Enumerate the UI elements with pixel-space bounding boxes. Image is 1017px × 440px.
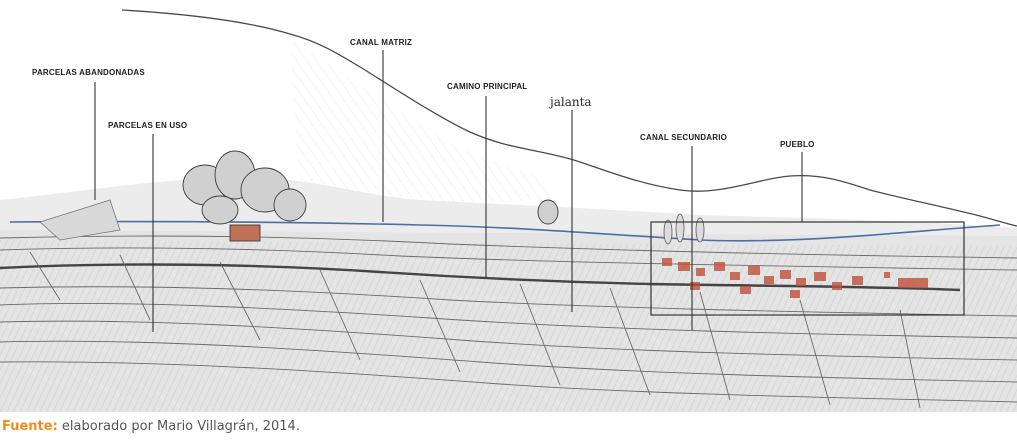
source-text: elaborado por Mario Villagrán, 2014. [58,419,300,434]
label-pueblo: PUEBLO [780,140,815,149]
label-canal-secundario: CANAL SECUNDARIO [640,133,727,142]
label-parcelas-en-uso: PARCELAS EN USO [108,121,187,130]
label-canal-matriz: CANAL MATRIZ [350,38,412,47]
mountain-shade [290,40,560,205]
source-label: Fuente: [2,419,58,434]
source-caption: Fuente: elaborado por Mario Villagrán, 2… [2,419,300,434]
label-parcelas-abandonadas: PARCELAS ABANDONADAS [32,68,145,77]
label-jalanta: jalanta [550,95,592,109]
label-camino-principal: CAMINO PRINCIPAL [447,82,527,91]
